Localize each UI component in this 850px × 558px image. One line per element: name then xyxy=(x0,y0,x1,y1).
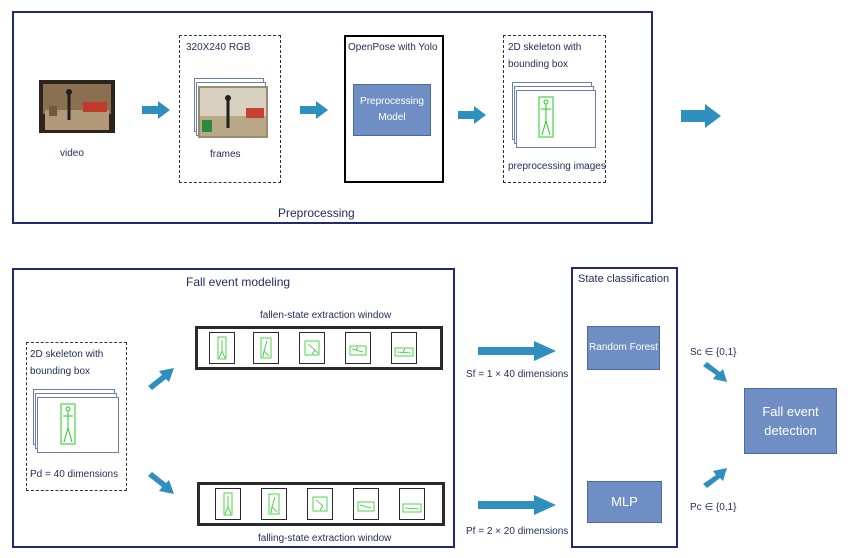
frames-header: 320X240 RGB xyxy=(186,42,251,53)
arrow-down-right-icon xyxy=(703,362,727,382)
fall-event-detection-line2: detection xyxy=(764,423,817,438)
preprocessing-panel xyxy=(12,11,653,224)
skeleton-figure-icon xyxy=(260,337,272,359)
arrow-up-right-icon xyxy=(703,468,727,488)
random-forest-label: Random Forest xyxy=(589,342,658,353)
openpose-header: OpenPose with Yolo xyxy=(348,42,438,53)
falling-window-label: falling-state extraction window xyxy=(258,533,392,544)
preprocessing-title: Preprocessing xyxy=(278,206,355,220)
state-classification-title: State classification xyxy=(578,273,670,285)
film-frame xyxy=(209,332,235,364)
fallen-state-film-strip xyxy=(195,326,443,370)
arrow-up-right-icon xyxy=(148,368,174,390)
pf-label: Pf = 2 × 20 dimensions xyxy=(466,526,569,537)
arrow-down-right-icon xyxy=(148,472,174,494)
skeleton-box-bottom xyxy=(26,342,127,491)
film-frame xyxy=(261,488,287,520)
preprocessing-model-line1: Preprocessing xyxy=(360,96,424,107)
skeleton-figure-icon xyxy=(217,336,227,360)
frames-label: frames xyxy=(210,149,241,160)
skeleton-figure-icon xyxy=(394,347,414,357)
preprocessing-images-label: preprocessing images xyxy=(508,161,606,172)
arrow-right-icon xyxy=(142,101,170,119)
fall-event-detection-line1: Fall event xyxy=(762,403,819,419)
film-frame xyxy=(307,488,333,520)
skeleton-figure-icon xyxy=(312,496,328,512)
film-frame xyxy=(299,332,325,364)
fall-event-detection-box: Fall event detection xyxy=(744,388,837,454)
skeleton-header-bottom-line1: 2D skeleton with xyxy=(30,349,104,360)
video-thumbnail xyxy=(39,80,115,133)
skeleton-figure-icon xyxy=(60,403,76,445)
pd-label: Pd = 40 dimensions xyxy=(30,469,119,480)
film-frame xyxy=(253,332,279,364)
pc-label: Pc ∈ {0,1} xyxy=(690,502,737,513)
frames-box xyxy=(179,35,281,183)
arrow-right-icon xyxy=(478,341,556,361)
video-label: video xyxy=(60,148,84,159)
falling-state-film-strip xyxy=(197,482,445,526)
skeleton-figure-icon xyxy=(304,340,320,356)
film-frame xyxy=(391,332,417,364)
fall-event-modeling-title: Fall event modeling xyxy=(186,275,291,289)
sf-label: Sf = 1 × 40 dimensions xyxy=(466,369,569,380)
arrow-right-icon xyxy=(300,101,328,119)
skeleton-box-top xyxy=(503,35,606,183)
frame-image xyxy=(198,86,268,138)
mlp-label: MLP xyxy=(611,493,638,509)
film-frame xyxy=(353,488,379,520)
arrow-right-icon xyxy=(458,106,486,124)
skeleton-header-top-line2: bounding box xyxy=(508,59,569,70)
arrow-right-icon xyxy=(478,495,556,515)
sc-label: Sc ∈ {0,1} xyxy=(690,347,737,358)
preprocessing-model-line2: Model xyxy=(378,112,406,123)
fall-event-modeling-panel xyxy=(12,268,455,548)
openpose-box xyxy=(344,35,444,183)
film-frame xyxy=(215,488,241,520)
skeleton-figure-icon xyxy=(402,503,422,513)
preprocessing-model-box: Preprocessing Model xyxy=(353,84,431,136)
skeleton-header-top-line1: 2D skeleton with xyxy=(508,42,582,53)
skeleton-figure-icon xyxy=(538,96,554,138)
arrow-right-icon xyxy=(681,104,721,128)
skeleton-figure-icon xyxy=(223,492,233,516)
skeleton-figure-icon xyxy=(268,493,280,515)
skeleton-figure-icon xyxy=(357,501,375,512)
mlp-box: MLP xyxy=(587,481,662,523)
fallen-window-label: fallen-state extraction window xyxy=(260,310,392,321)
state-classification-panel xyxy=(571,267,678,548)
film-frame xyxy=(399,488,425,520)
skeleton-figure-icon xyxy=(349,345,367,356)
skeleton-sheet-front xyxy=(516,90,596,148)
skeleton-sheet-front xyxy=(37,397,119,453)
skeleton-header-bottom-line2: bounding box xyxy=(30,366,91,377)
random-forest-box: Random Forest xyxy=(587,326,660,370)
film-frame xyxy=(345,332,371,364)
